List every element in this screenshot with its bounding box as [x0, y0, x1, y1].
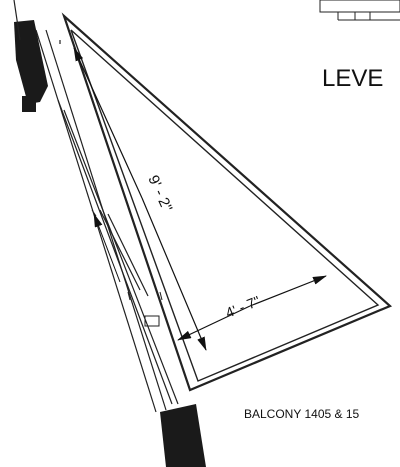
direction-arrow [93, 213, 121, 283]
dimension-line-long [73, 47, 143, 199]
door-detail [91, 209, 163, 327]
level-heading: LEVE [322, 65, 383, 92]
balcony-caption: BALCONY 1405 & 15 [244, 407, 360, 421]
exterior-wall-lines [13, 0, 179, 413]
wall-masses [14, 20, 206, 467]
dimension-line-short [177, 305, 251, 341]
dimension-line-long-end [141, 197, 207, 351]
dimension-label-long: 9' - 2" [144, 173, 175, 215]
window-fragment [319, 0, 400, 21]
dimension-label-short: 4' - 7" [223, 293, 262, 321]
dimension-line-short-end [249, 275, 327, 307]
balcony-outline [61, 12, 393, 392]
